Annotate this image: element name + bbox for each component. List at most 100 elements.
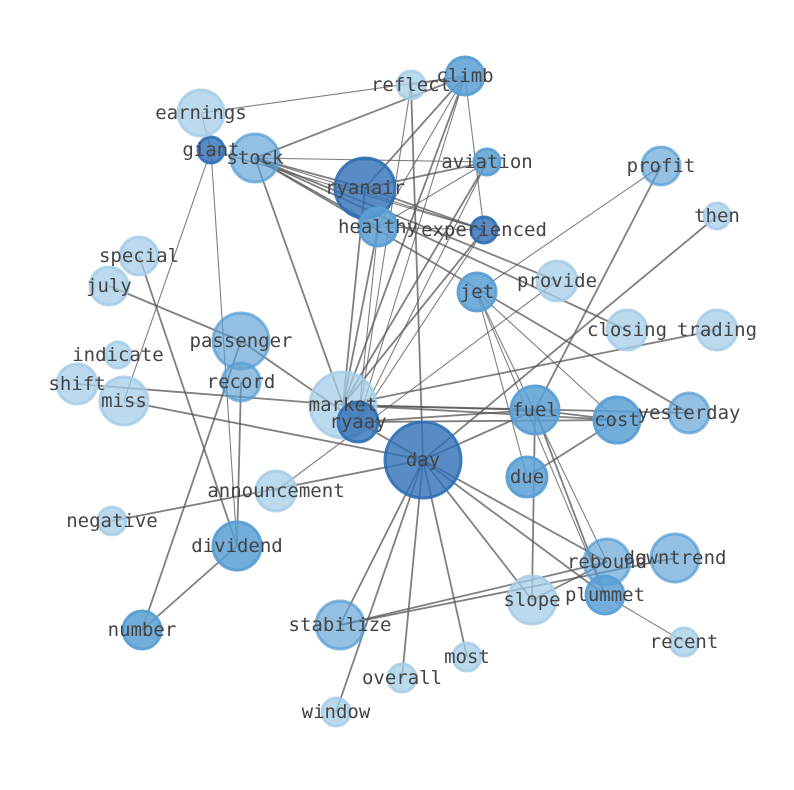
- node-label-dividend: dividend: [191, 535, 283, 557]
- node-label-then: then: [694, 205, 740, 227]
- edge-aviation-healthy: [377, 161, 488, 228]
- edge-market-climb: [342, 75, 466, 406]
- edge-special-dividend: [138, 255, 238, 547]
- node-record: [220, 361, 262, 403]
- edge-market-trading: [342, 329, 718, 406]
- node-label-earnings: earnings: [155, 102, 247, 124]
- node-label-announcement: announcement: [207, 480, 344, 502]
- node-recent: [668, 626, 700, 658]
- node-stabilize: [314, 599, 366, 651]
- edge-ryaay-reflect: [357, 84, 412, 423]
- node-label-climb: climb: [436, 65, 493, 87]
- node-trading: [695, 308, 739, 352]
- node-label-reflect: reflect: [371, 74, 451, 96]
- node-jet: [456, 271, 498, 313]
- edge-climb-experienced: [464, 75, 485, 231]
- node-aviation: [472, 147, 502, 177]
- edge-fuel-profit: [534, 165, 662, 411]
- node-label-trading: trading: [677, 319, 757, 341]
- edge-day-window: [335, 459, 424, 713]
- node-label-closing: closing: [587, 319, 667, 341]
- node-label-number: number: [108, 619, 177, 641]
- node-ryaay: [336, 400, 380, 444]
- node-label-miss: miss: [101, 390, 147, 412]
- node-label-july: july: [86, 275, 132, 297]
- node-label-aviation: aviation: [441, 151, 533, 173]
- node-profit: [640, 145, 682, 187]
- node-label-stock: stock: [226, 147, 284, 169]
- node-plummet: [584, 574, 626, 616]
- node-label-passenger: passenger: [190, 330, 293, 352]
- node-label-ryanair: ryanair: [325, 177, 405, 199]
- node-label-negative: negative: [66, 510, 158, 532]
- node-special: [118, 235, 160, 277]
- node-july: [88, 265, 130, 307]
- node-downtrend: [649, 532, 701, 584]
- node-giant: [196, 135, 226, 165]
- node-label-jet: jet: [460, 281, 494, 303]
- node-label-special: special: [99, 245, 179, 267]
- edge-stabilize-rebound: [339, 561, 608, 626]
- node-then: [702, 201, 732, 231]
- node-indicate: [103, 340, 133, 370]
- node-miss: [98, 375, 150, 427]
- node-negative: [96, 505, 128, 537]
- node-closing: [605, 308, 649, 352]
- edge-stock-climb: [254, 75, 466, 159]
- edge-day-reflect: [410, 84, 424, 461]
- node-provide: [535, 259, 579, 303]
- node-climb: [444, 55, 486, 97]
- node-label-most: most: [444, 646, 490, 668]
- edge-ryaay-cost: [357, 419, 618, 423]
- node-stock: [229, 132, 281, 184]
- node-label-experienced: experienced: [421, 219, 547, 241]
- node-label-day: day: [406, 449, 440, 471]
- node-day: [383, 420, 463, 500]
- node-reflect: [395, 69, 427, 101]
- edge-stock-closing: [254, 157, 628, 331]
- node-label-overall: overall: [362, 667, 442, 689]
- edge-record-dividend: [236, 381, 242, 547]
- node-overall: [386, 662, 418, 694]
- node-healthy: [357, 206, 399, 248]
- node-label-provide: provide: [517, 270, 597, 292]
- node-fuel: [509, 384, 561, 436]
- node-label-profit: profit: [627, 155, 696, 177]
- node-label-slope: slope: [503, 589, 560, 611]
- node-label-shift: shift: [48, 373, 105, 395]
- node-label-yesterday: yesterday: [638, 402, 741, 424]
- node-label-plummet: plummet: [565, 584, 645, 606]
- node-label-rebound: rebound: [567, 551, 647, 573]
- edge-market-experienced: [342, 229, 485, 406]
- edge-announcement-provide: [275, 280, 558, 492]
- node-label-fuel: fuel: [512, 399, 558, 421]
- node-label-indicate: indicate: [72, 344, 164, 366]
- node-earnings: [176, 88, 226, 138]
- edge-ryaay-experienced: [357, 229, 485, 423]
- node-layer: [55, 55, 739, 728]
- edge-market-cost: [342, 404, 618, 421]
- edge-ryaay-fuel: [357, 409, 536, 423]
- node-label-record: record: [207, 371, 276, 393]
- edge-stock-provide: [254, 157, 558, 282]
- node-number: [121, 609, 163, 651]
- node-label-window: window: [302, 701, 371, 723]
- edge-day-then: [422, 215, 718, 461]
- node-shift: [55, 362, 99, 406]
- edge-day-miss: [123, 400, 424, 461]
- node-announcement: [254, 469, 298, 513]
- node-label-due: due: [510, 466, 544, 488]
- node-label-giant: giant: [182, 139, 239, 161]
- node-due: [505, 455, 549, 499]
- node-cost: [592, 395, 642, 445]
- edge-fuel-slope: [531, 409, 536, 601]
- node-label-healthy: healthy: [338, 216, 418, 238]
- node-experienced: [469, 215, 499, 245]
- node-label-downtrend: downtrend: [624, 547, 727, 569]
- node-label-stabilize: stabilize: [289, 614, 392, 636]
- edge-miss-giant: [123, 149, 212, 402]
- node-label-recent: recent: [650, 631, 719, 653]
- node-window: [320, 696, 352, 728]
